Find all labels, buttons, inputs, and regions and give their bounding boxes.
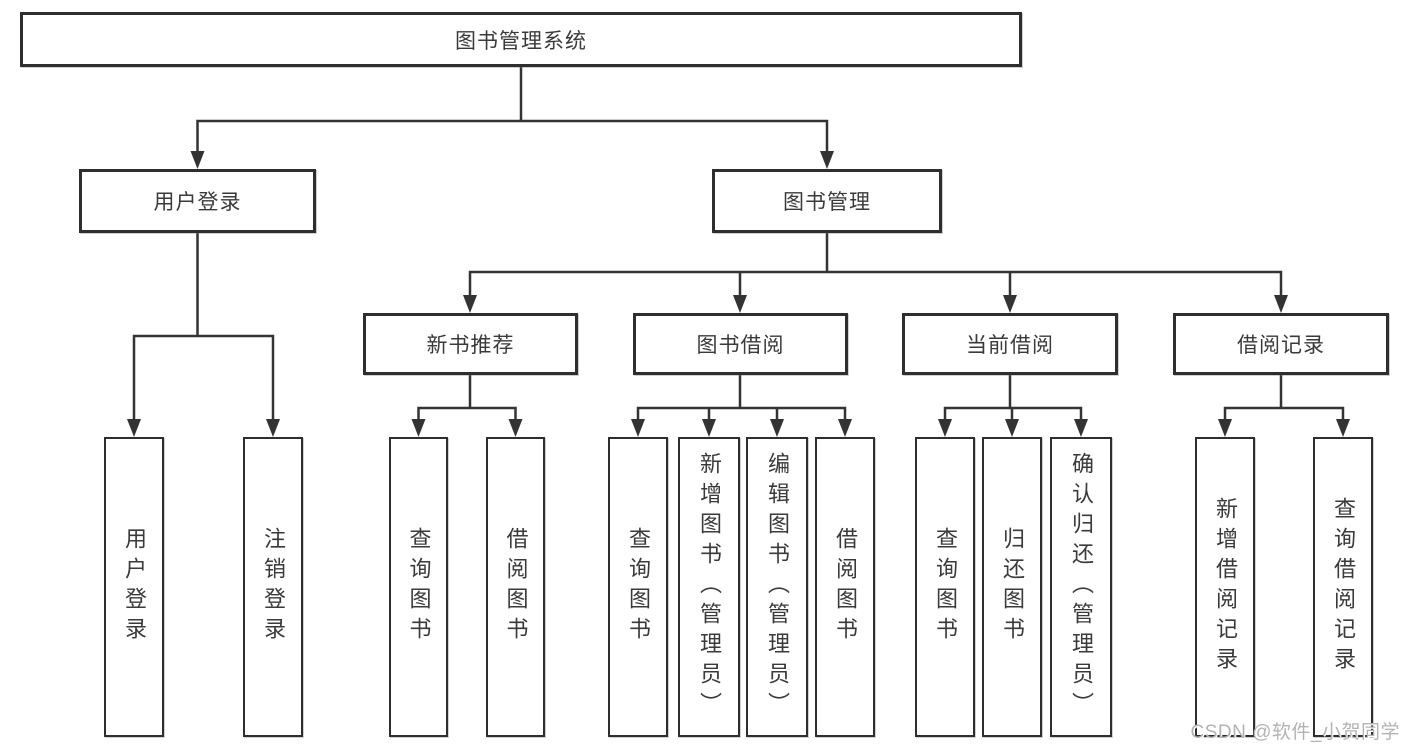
node-current-borrowing-label: 当前借阅 [966, 334, 1054, 357]
node-user-login: 用户登录 [79, 169, 316, 233]
node-book-borrowing: 图书借阅 [633, 313, 848, 375]
node-current-borrowing: 当前借阅 [902, 313, 1118, 375]
node-user-login-label: 用户登录 [153, 191, 242, 214]
leaf-bb-query-books-label: 查询图书 [626, 527, 651, 647]
leaf-br-query-record-label: 查询借阅记录 [1331, 497, 1356, 677]
leaf-logout-label: 注销登录 [261, 527, 286, 647]
leaf-br-add-record-label: 新增借阅记录 [1213, 497, 1238, 677]
csdn-watermark: CSDN @软件_小贺同学 [1190, 722, 1400, 743]
leaf-bb-query-books: 查询图书 [608, 437, 668, 737]
node-root-label: 图书管理系统 [455, 29, 587, 53]
leaf-user-login-label: 用户登录 [122, 527, 147, 647]
leaf-br-query-record: 查询借阅记录 [1313, 437, 1373, 737]
leaf-cb-confirm-return-admin-label: 确认归还（管理员） [1069, 452, 1094, 722]
leaf-user-login: 用户登录 [104, 437, 164, 737]
leaf-cb-return-books-label: 归还图书 [1000, 527, 1025, 647]
node-borrowing-records: 借阅记录 [1173, 313, 1389, 375]
leaf-cb-query-books: 查询图书 [915, 437, 975, 737]
leaf-logout: 注销登录 [243, 437, 303, 737]
node-book-management-label: 图书管理 [783, 191, 871, 214]
leaf-bb-borrow-books-label: 借阅图书 [833, 527, 858, 647]
leaf-bb-add-books-admin-label: 新增图书（管理员） [697, 452, 722, 722]
leaf-bb-add-books-admin: 新增图书（管理员） [678, 437, 740, 737]
leaf-cb-query-books-label: 查询图书 [933, 527, 958, 647]
leaf-bb-borrow-books: 借阅图书 [815, 437, 875, 737]
node-book-management: 图书管理 [712, 169, 942, 233]
node-new-book-recommend: 新书推荐 [363, 313, 578, 375]
leaf-bb-edit-books-admin: 编辑图书（管理员） [746, 437, 808, 737]
node-borrowing-records-label: 借阅记录 [1237, 334, 1325, 357]
leaf-rec-query-books: 查询图书 [389, 437, 448, 737]
leaf-bb-edit-books-admin-label: 编辑图书（管理员） [765, 452, 790, 722]
node-new-book-recommend-label: 新书推荐 [426, 334, 515, 357]
node-root-library-system: 图书管理系统 [20, 12, 1022, 67]
leaf-cb-confirm-return-admin: 确认归还（管理员） [1050, 437, 1112, 737]
leaf-br-add-record: 新增借阅记录 [1195, 437, 1255, 737]
leaf-rec-borrow-books: 借阅图书 [486, 437, 545, 737]
leaf-cb-return-books: 归还图书 [982, 437, 1042, 737]
node-book-borrowing-label: 图书借阅 [696, 334, 785, 357]
leaf-rec-borrow-books-label: 借阅图书 [503, 527, 529, 647]
leaf-rec-query-books-label: 查询图书 [406, 527, 432, 647]
